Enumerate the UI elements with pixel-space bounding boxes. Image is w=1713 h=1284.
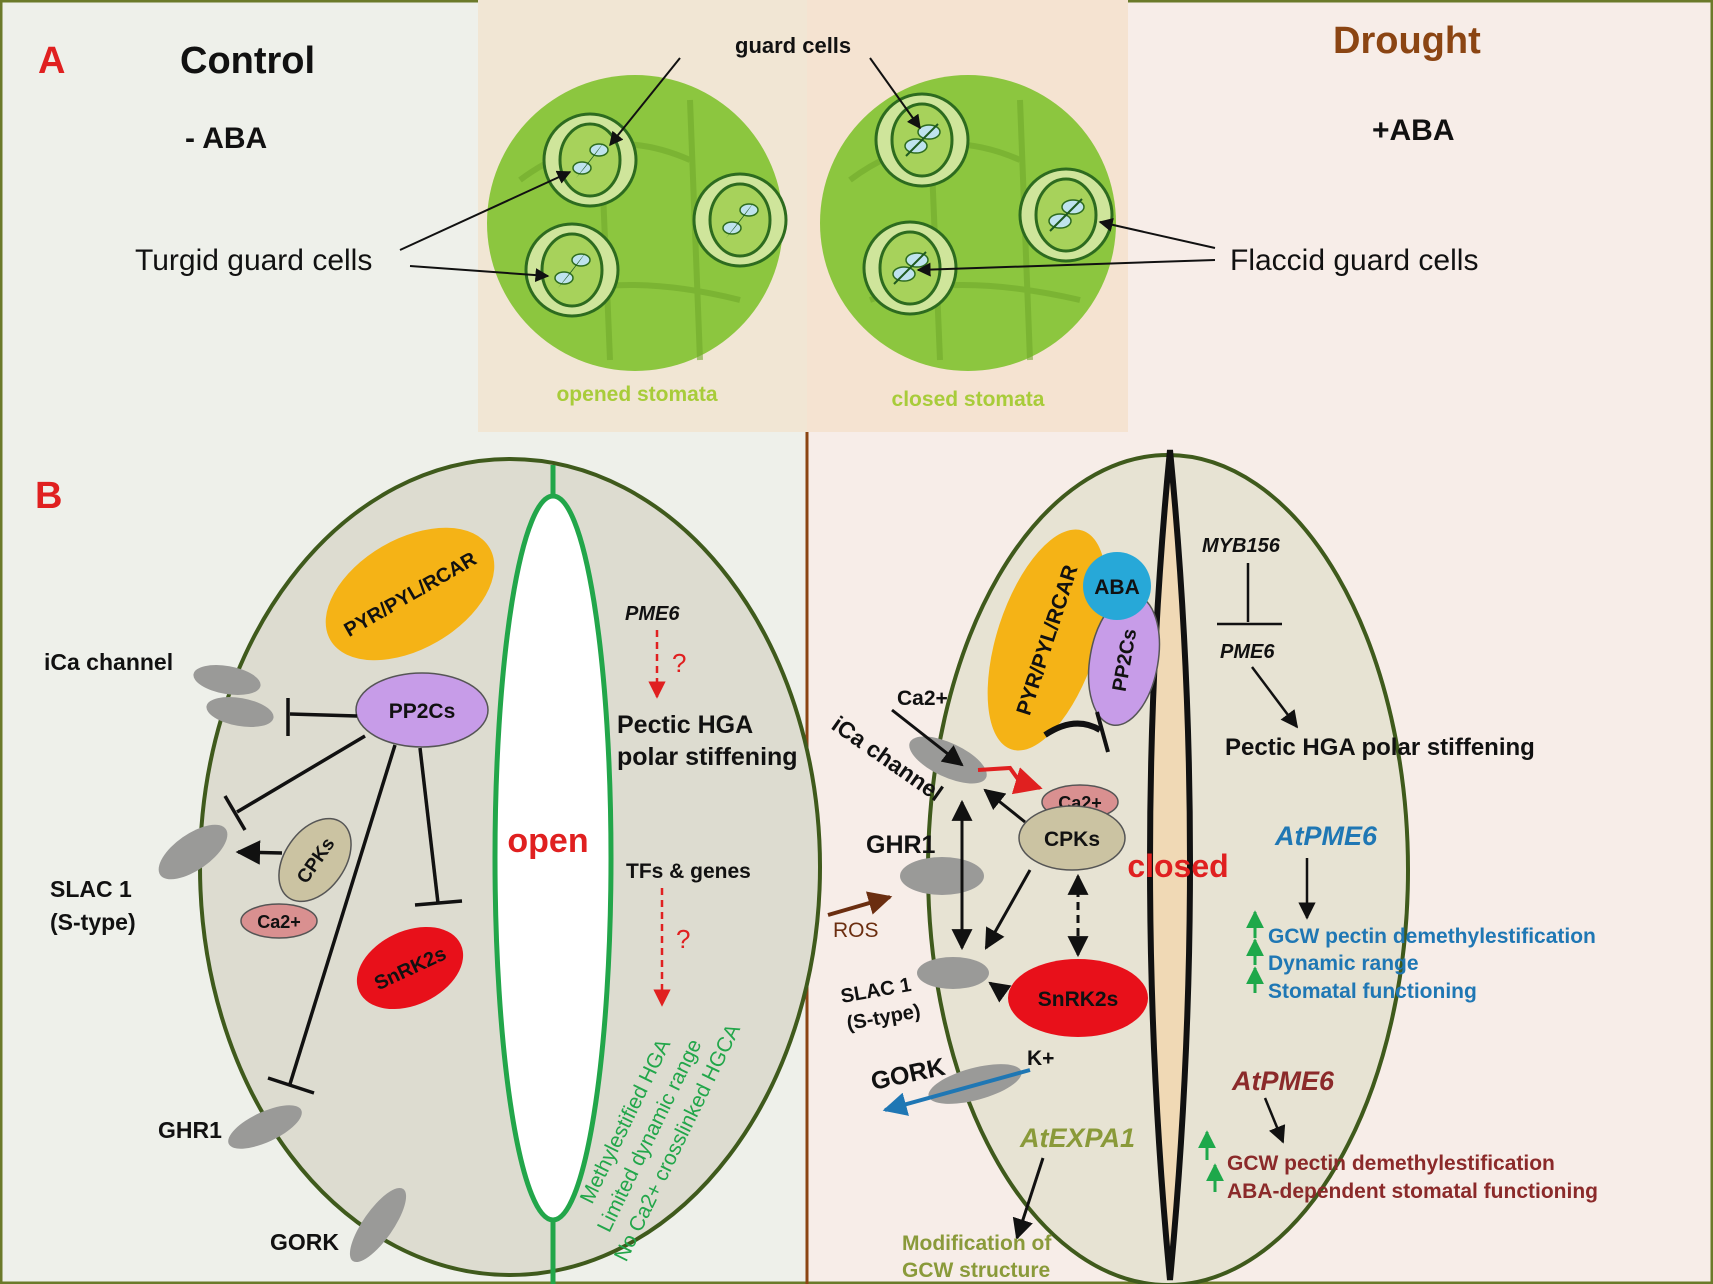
- atexpa1-label: AtEXPA1: [1019, 1123, 1135, 1153]
- flaccid-pointer: [1098, 217, 1216, 249]
- flaccid-guard-cells-label: Flaccid guard cells: [1230, 244, 1478, 277]
- closed-pore-label: closed: [1127, 848, 1228, 884]
- closed-stomata-caption: closed stomata: [892, 388, 1045, 411]
- panel-a-letter: A: [38, 40, 65, 82]
- red-effect-line2: ABA-dependent stomatal functioning: [1227, 1180, 1598, 1203]
- open-stomatal-pore: [492, 493, 614, 1223]
- atpme6-red-arrow: [1263, 1097, 1286, 1144]
- guard-cells-label: guard cells: [735, 33, 851, 58]
- left-tfs-label: TFs & genes: [626, 860, 751, 883]
- left-question-1: ?: [672, 648, 686, 678]
- ca-release-red-arrow: [977, 765, 1043, 795]
- pp2c-node: [355, 672, 489, 748]
- atexpa1-arrow: [1012, 1157, 1045, 1240]
- ghr1-label: GHR1: [158, 1117, 222, 1143]
- right-pme6-label: PME6: [1220, 641, 1275, 663]
- right-ghr1-channel-icon: [900, 857, 984, 895]
- control-condition: - ABA: [185, 122, 267, 155]
- modification-line2: GCW structure: [902, 1259, 1050, 1282]
- panel-b-letter: B: [35, 475, 62, 517]
- turgid-pointer: [399, 170, 572, 251]
- atpme6-blue-label: AtPME6: [1274, 821, 1378, 851]
- right-pme6-arrow: [1251, 666, 1299, 729]
- left-signaling-edges: [223, 698, 463, 1095]
- drought-title: Drought: [1333, 20, 1481, 62]
- potassium-label: K+: [1027, 1047, 1054, 1070]
- drought-condition: +ABA: [1372, 114, 1455, 147]
- receptor-pyr-pyl-rcar: [325, 527, 495, 661]
- slac1-label-line1: SLAC 1: [50, 876, 132, 902]
- turgid-pointer: [409, 265, 550, 283]
- left-question-2: ?: [676, 924, 690, 954]
- slac1-channel-icon: [158, 824, 228, 880]
- blue-effect-line3: Stomatal functioning: [1268, 980, 1477, 1003]
- ica-channel-icon: [193, 665, 261, 695]
- gork-label: GORK: [270, 1229, 339, 1255]
- cpk-node: [278, 817, 352, 903]
- red-up-arrows: [1198, 1130, 1224, 1192]
- control-title: Control: [180, 40, 315, 82]
- red-effect-line1: GCW pectin demethylestification: [1227, 1152, 1555, 1175]
- aba-node: [1083, 552, 1151, 620]
- right-receptor-pyr-pyl-rcar: [987, 529, 1107, 751]
- pp2c-inhibition-curve: [1043, 720, 1102, 738]
- calcium-node: [240, 903, 318, 939]
- aba-label: ABA: [1094, 576, 1140, 599]
- guard-cells-pointer: [609, 57, 681, 147]
- blue-effect-line2: Dynamic range: [1268, 952, 1419, 975]
- guard-cell-pair-icon: [692, 172, 788, 268]
- slac1-label-line2: (S-type): [50, 909, 136, 935]
- ica-channel-label: iCa channel: [44, 649, 173, 675]
- flaccid-pointer: [916, 259, 1216, 277]
- myb156-label: MYB156: [1202, 535, 1281, 557]
- k-efflux-arrow: [882, 1068, 1031, 1116]
- right-cpk-label: CPKs: [1044, 828, 1100, 851]
- ros-label: ROS: [833, 919, 879, 942]
- modification-line1: Modification of: [902, 1232, 1052, 1255]
- right-snrk2-node: [1008, 959, 1148, 1037]
- guard-cell-pair-icon: [862, 220, 958, 316]
- guard-cell-pair-icon: [542, 112, 638, 208]
- ros-arrow: [827, 891, 893, 917]
- opened-stomata-micrograph: [487, 75, 788, 371]
- guard-cell-pair-icon: [1018, 167, 1114, 263]
- closed-stomatal-pore: [1147, 449, 1193, 1281]
- closed-stomata-micrograph: [820, 75, 1116, 371]
- guard-cell-pair-icon: [524, 222, 620, 318]
- ca-influx-arrow: [891, 708, 964, 767]
- left-pectic-line2: polar stiffening: [617, 743, 798, 771]
- opened-stomata-caption: opened stomata: [556, 383, 717, 406]
- gork-channel-icon: [349, 1187, 407, 1263]
- right-slac1-channel-icon: [917, 957, 989, 989]
- atpme6-red-label: AtPME6: [1231, 1066, 1335, 1096]
- right-cpk-node: [1018, 805, 1126, 871]
- turgid-guard-cells-label: Turgid guard cells: [135, 244, 372, 277]
- left-pme6-label: PME6: [625, 603, 680, 625]
- guard-cells-pointer: [869, 57, 921, 130]
- guard-cell-pair-icon: [874, 92, 970, 188]
- calcium-label: Ca2+: [257, 912, 301, 932]
- open-pore-label: open: [507, 822, 588, 860]
- left-pectic-line1: Pectic HGA: [617, 711, 753, 739]
- right-signaling-edges: [951, 788, 1089, 1003]
- pp2c-label: PP2Cs: [389, 700, 456, 723]
- right-snrk2-label: SnRK2s: [1038, 988, 1119, 1011]
- pp2c-inhibition-bar: [1095, 711, 1110, 753]
- blue-effect-line1: GCW pectin demethylestification: [1268, 925, 1596, 948]
- right-pectic-label: Pectic HGA polar stiffening: [1225, 734, 1535, 761]
- right-ca-top-label: Ca2+: [897, 687, 948, 710]
- snrk2-node: [356, 926, 464, 1010]
- ghr1-channel-icon: [228, 1105, 302, 1149]
- right-ghr1-label: GHR1: [866, 831, 936, 859]
- ica-channel-icon: [206, 697, 274, 727]
